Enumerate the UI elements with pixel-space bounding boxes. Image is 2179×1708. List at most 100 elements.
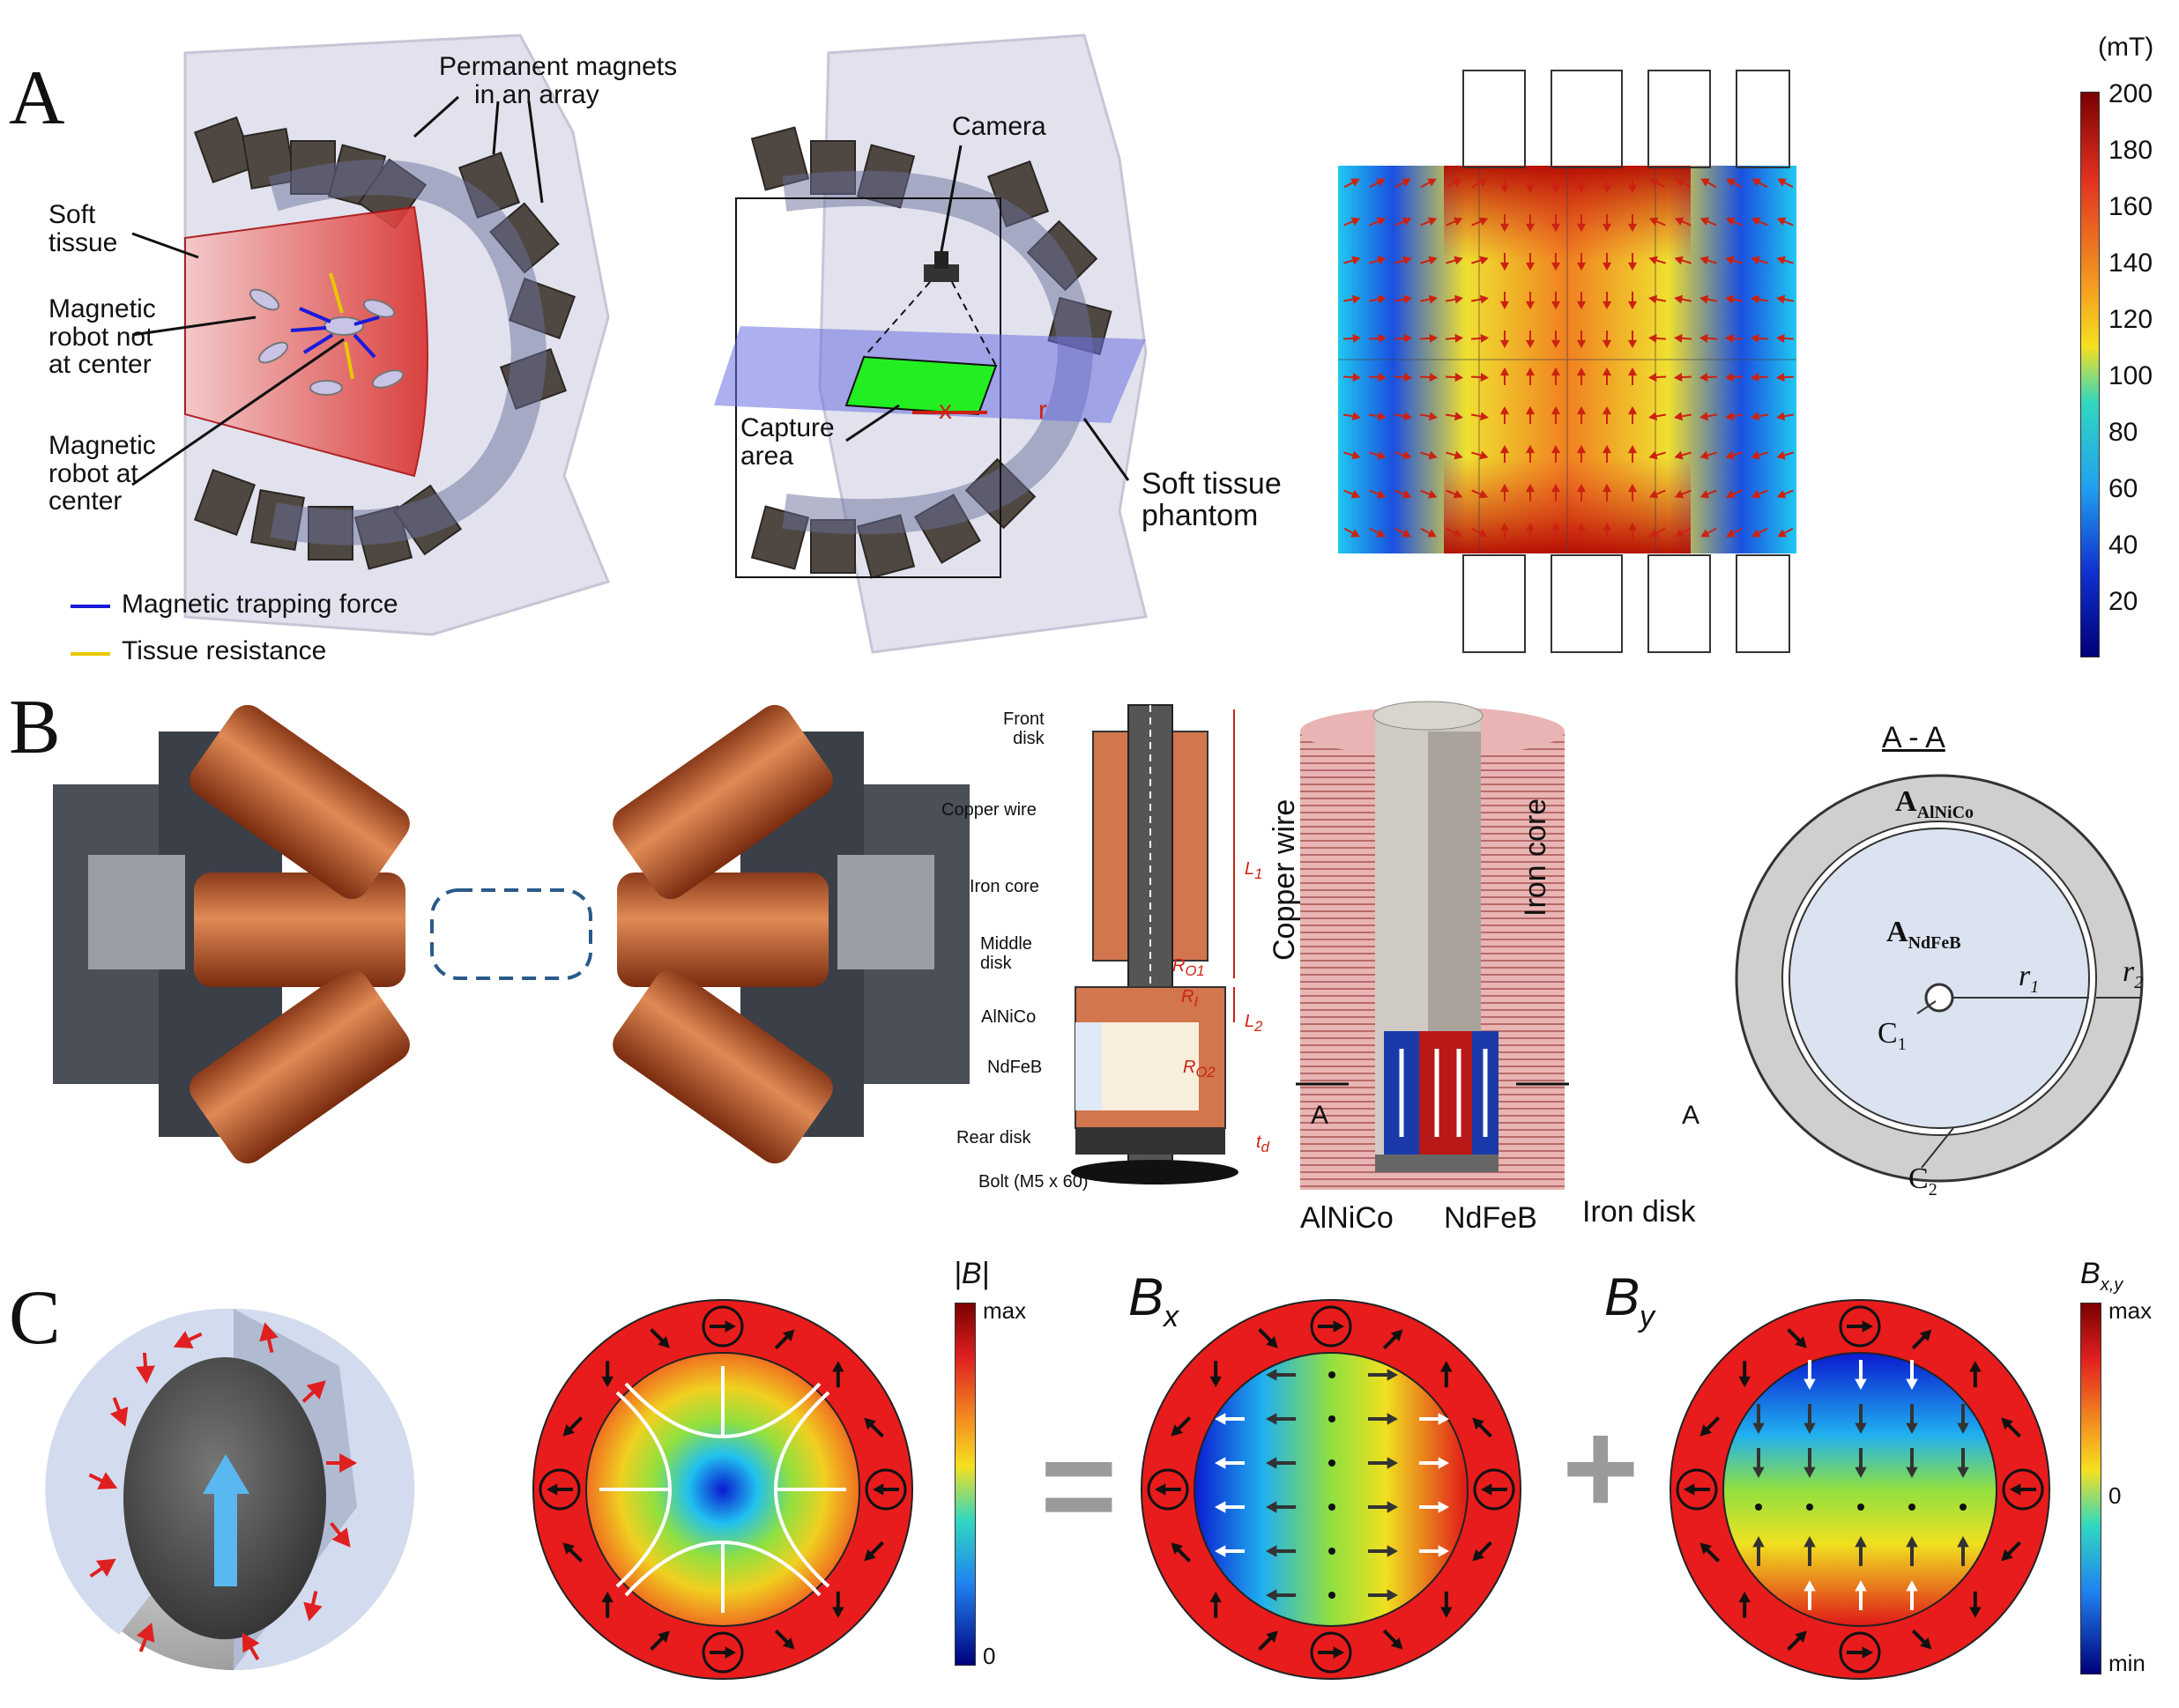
field-arrow [1420, 527, 1437, 538]
field-arrow [1602, 292, 1612, 310]
ring-arrow [601, 1591, 614, 1618]
field-arrow [1446, 178, 1462, 189]
babs-max: max [983, 1297, 1027, 1324]
bx-arrow [1368, 1369, 1398, 1381]
babs-min: 0 [983, 1643, 996, 1669]
ring-arrow [1318, 1646, 1344, 1659]
dim-ro1: RO1 [1172, 956, 1205, 979]
bx-arrow [1368, 1545, 1398, 1557]
bx-arrow [1266, 1589, 1296, 1601]
field-arrow [1470, 294, 1489, 304]
label-c2: C2 [1908, 1162, 1937, 1199]
ring-marker [1473, 1468, 1515, 1511]
field-arrow [1499, 444, 1510, 463]
label-r1: r1 [2019, 960, 2040, 997]
ring-marker [2002, 1468, 2044, 1511]
field-arrow [1368, 294, 1387, 304]
ring-arrow [650, 1328, 670, 1348]
field-arrow [1394, 333, 1413, 343]
field-arrow [1419, 373, 1439, 382]
ring-marker [1676, 1468, 1718, 1511]
field-arrow [1602, 444, 1612, 463]
ring-arrow [1738, 1591, 1751, 1618]
ring-arrow [873, 1483, 899, 1496]
field-arrow [1525, 444, 1536, 463]
bx-arrow [1215, 1413, 1245, 1425]
coil-cutaway-render [1296, 701, 1569, 1190]
ring-arrow [1258, 1328, 1278, 1348]
field-arrow [1648, 217, 1666, 226]
zero-dot [1960, 1504, 1967, 1511]
ring-arrow [1440, 1591, 1453, 1618]
zero-dot [1328, 1548, 1335, 1555]
ring-arrow [1171, 1416, 1192, 1437]
field-arrow [1576, 444, 1587, 463]
label-bolt: Bolt (M5 x 60) [978, 1172, 1089, 1192]
field-magnitude-ring [532, 1299, 913, 1680]
field-arrow [1576, 367, 1587, 385]
field-arrow [1775, 373, 1795, 382]
field-arrow [1343, 450, 1361, 460]
bx-arrow [1266, 1457, 1296, 1469]
field-arrow [1648, 412, 1667, 421]
field-arrow [1343, 178, 1360, 189]
ring-arrow [1472, 1541, 1492, 1562]
legend-tissue-resistance: Tissue resistance [122, 636, 327, 665]
by-label: By [1604, 1267, 1655, 1333]
by-arrow [1906, 1360, 1918, 1390]
colorbar-babs [955, 1303, 976, 1666]
field-arrow [1673, 373, 1692, 382]
zero-dot [1806, 1504, 1813, 1511]
by-arrow [1803, 1580, 1816, 1610]
ring-arrow [1847, 1320, 1873, 1333]
field-arrow [1751, 178, 1768, 189]
field-arrow [1369, 178, 1386, 189]
camera-setup-illustration [714, 33, 1148, 654]
field-arrow [1420, 217, 1438, 226]
bxy-min: min [2108, 1650, 2146, 1676]
bx-arrow [1419, 1457, 1449, 1469]
field-arrow [1725, 294, 1744, 304]
field-arrow [1342, 333, 1362, 343]
field-arrow [1627, 253, 1638, 271]
field-arrow [1751, 489, 1768, 499]
field-arrow [1551, 330, 1561, 349]
field-arrow [1525, 522, 1536, 540]
bx-field-ring [1141, 1299, 1521, 1680]
field-arrow [1776, 412, 1795, 421]
equals-sign: = [1040, 1411, 1118, 1559]
label-r2: r2 [2123, 955, 2144, 992]
plus-sign: + [1562, 1393, 1640, 1541]
ring-arrow [1382, 1629, 1403, 1650]
ring-marker [1839, 1631, 1881, 1674]
field-arrow [1648, 450, 1666, 460]
ring-arrow [1911, 1629, 1932, 1650]
ring-arrow [2010, 1483, 2036, 1496]
dim-l1: L1 [1245, 859, 1263, 882]
field-arrow [1471, 527, 1488, 538]
dim-ri: RI [1181, 987, 1199, 1010]
field-arrow [1648, 489, 1666, 499]
zero-dot [1328, 1592, 1335, 1599]
colorbar-tick: 140 [2108, 249, 2153, 278]
cross-section-aa [1735, 774, 2144, 1183]
field-arrow [1602, 253, 1612, 271]
by-arrow [1855, 1360, 1867, 1390]
field-arrow [1343, 217, 1361, 226]
field-arrow [1525, 483, 1536, 501]
field-arrow [1368, 333, 1387, 343]
colorbar-tick: 120 [2108, 305, 2153, 334]
field-arrow [1602, 214, 1612, 233]
bx-arrow [1368, 1589, 1398, 1601]
field-arrow [1699, 450, 1717, 460]
colorbar-tick: 100 [2108, 361, 2153, 390]
label-cut-a-left: A [1311, 1101, 1329, 1130]
field-arrow [1394, 217, 1412, 226]
field-arrow [1525, 367, 1536, 385]
label-camera: Camera [952, 112, 1046, 141]
field-arrow [1602, 483, 1612, 501]
